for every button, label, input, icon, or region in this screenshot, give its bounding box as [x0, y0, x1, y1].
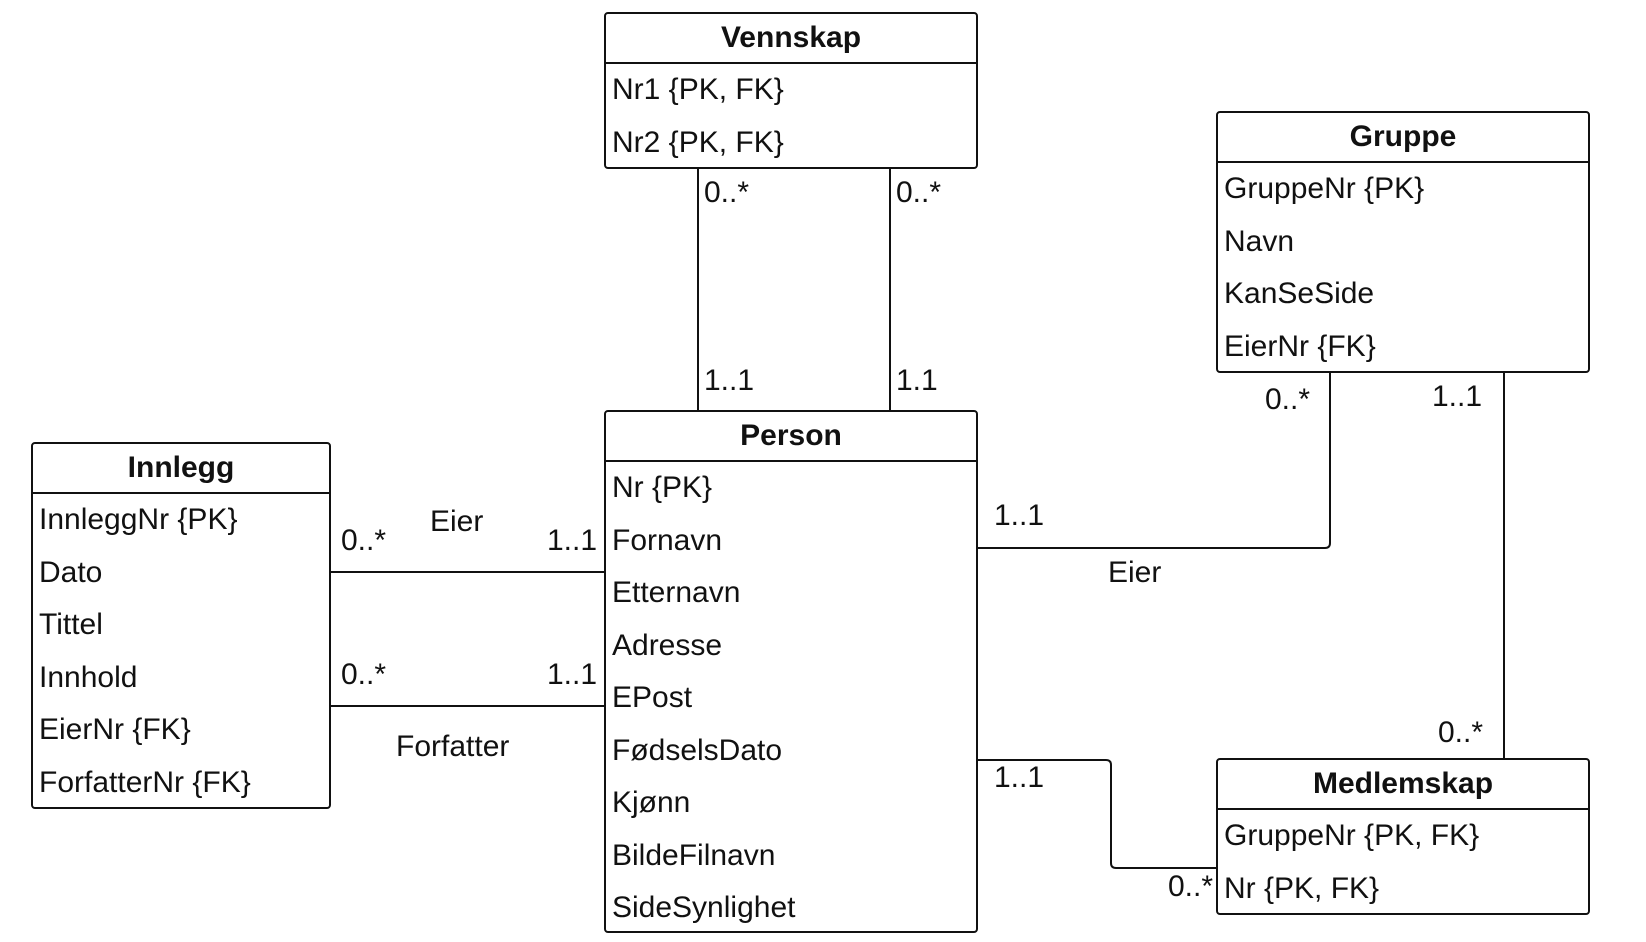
entity-title: Innlegg	[33, 444, 329, 494]
attribute: InnleggNr {PK}	[39, 503, 238, 536]
entity-title: Person	[606, 412, 976, 462]
attribute: Fornavn	[612, 523, 723, 557]
attribute: GruppeNr {PK}	[1224, 172, 1425, 205]
entity-title: Vennskap	[606, 14, 976, 64]
entity-vennskap[interactable]: Vennskap Nr1 {PK, FK} Nr2 {PK, FK}	[604, 12, 978, 169]
multiplicity-label: 0..*	[1438, 716, 1484, 749]
entity-title: Medlemskap	[1218, 760, 1588, 810]
entity-innlegg[interactable]: Innlegg InnleggNr {PK} Dato Tittel Innho…	[31, 442, 331, 809]
attribute: EierNr {FK}	[39, 713, 191, 746]
entity-title: Gruppe	[1218, 113, 1588, 163]
entity-person[interactable]: Person Nr {PK} Fornavn Etternavn Adresse…	[604, 410, 978, 933]
multiplicity-label: 1..1	[994, 761, 1045, 794]
multiplicity-label: 0..*	[341, 658, 387, 691]
attribute: Nr2 {PK, FK}	[612, 125, 784, 159]
attribute: Innhold	[39, 660, 138, 694]
attribute: Adresse	[612, 628, 723, 662]
multiplicity-label: 1..1	[1432, 380, 1483, 413]
multiplicity-label: 0..*	[1265, 383, 1311, 416]
attribute: Kjønn	[612, 786, 691, 819]
line-person-medlemskap	[978, 759, 1216, 869]
attribute: SideSynlighet	[612, 891, 796, 924]
multiplicity-label: 1..1	[547, 524, 598, 557]
attribute: KanSeSide	[1224, 277, 1375, 310]
multiplicity-label: 0..*	[896, 176, 942, 209]
relationship-name: Eier	[1108, 556, 1162, 589]
line-gruppe-eier	[978, 373, 1331, 549]
relationship-name: Forfatter	[396, 730, 510, 763]
entity-medlemskap[interactable]: Medlemskap GruppeNr {PK, FK} Nr {PK, FK}	[1216, 758, 1590, 915]
attribute: ForfatterNr {FK}	[39, 765, 251, 799]
multiplicity-label: 1..1	[704, 364, 755, 397]
entity-gruppe[interactable]: Gruppe GruppeNr {PK} Navn KanSeSide Eier…	[1216, 111, 1590, 373]
attribute: Dato	[39, 555, 103, 589]
attribute: BildeFilnavn	[612, 838, 776, 872]
multiplicity-label: 1..1	[994, 499, 1045, 532]
attribute: FødselsDato	[612, 733, 783, 767]
attribute: Navn	[1224, 224, 1295, 258]
multiplicity-label: 1..1	[547, 658, 598, 691]
attribute: Nr {PK}	[612, 471, 713, 504]
attribute: Tittel	[39, 608, 103, 641]
attribute: EierNr {FK}	[1224, 329, 1376, 363]
multiplicity-label: 0..*	[704, 176, 750, 209]
multiplicity-label: 0..*	[341, 524, 387, 557]
attribute: Nr {PK, FK}	[1224, 871, 1380, 905]
attribute: Nr1 {PK, FK}	[612, 73, 784, 106]
attribute: Etternavn	[612, 576, 741, 609]
attribute: GruppeNr {PK, FK}	[1224, 819, 1480, 852]
attribute: EPost	[612, 681, 693, 714]
multiplicity-label: 1.1	[896, 364, 938, 397]
multiplicity-label: 0..*	[1168, 870, 1214, 903]
relationship-name: Eier	[430, 505, 484, 538]
